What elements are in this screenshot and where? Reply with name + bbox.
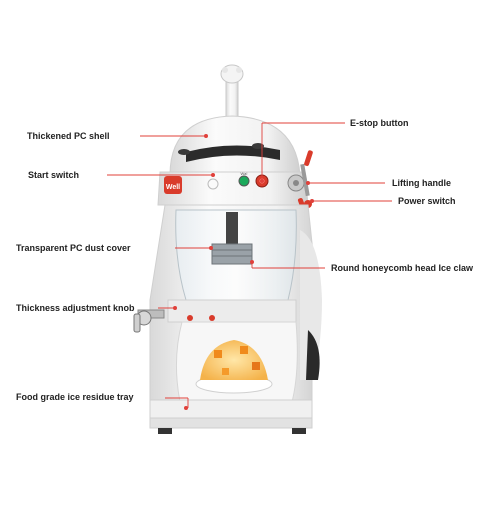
shaved-ice-bowl: [195, 340, 273, 394]
label-thickness-knob: Thickness adjustment knob: [16, 303, 135, 313]
dust-cover: [175, 209, 297, 301]
label-start-switch: Start switch: [28, 170, 80, 180]
ice-claw-head: [211, 243, 253, 265]
start-switch[interactable]: [207, 178, 219, 190]
residue-tray[interactable]: [149, 399, 313, 429]
label-ice-claw: Round honeycomb head Ice claw: [331, 263, 474, 273]
foot-left: [158, 428, 172, 434]
callout-lines: [107, 122, 392, 408]
label-dust-cover: Transparent PC dust cover: [16, 243, 131, 253]
thickness-knob[interactable]: [133, 309, 165, 333]
brand-badge: [164, 176, 182, 194]
ice-claw-screw: [226, 212, 238, 244]
label-residue-tray: Food grade ice residue tray: [16, 392, 134, 402]
label-lifting-handle: Lifting handle: [392, 178, 451, 188]
label-thickened-shell: Thickened PC shell: [27, 131, 110, 141]
panel-label: Wa!: [241, 171, 248, 176]
label-estop: E-stop button: [350, 118, 409, 128]
label-power-switch: Power switch: [398, 196, 456, 206]
brand-badge-text: Well: [166, 184, 180, 191]
dome-head: [169, 115, 301, 176]
callout-dots: [173, 134, 314, 310]
indicator-light: [238, 175, 250, 187]
control-band: Well Wa!: [157, 171, 309, 206]
blade-band: [167, 299, 297, 323]
foot-right: [292, 428, 306, 434]
